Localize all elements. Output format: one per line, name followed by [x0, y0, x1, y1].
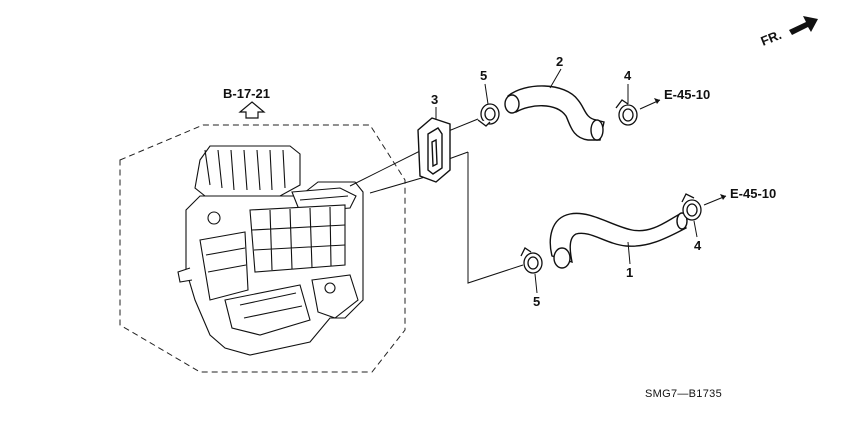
front-direction-indicator: FR. [759, 16, 818, 49]
lower-connection-ref-label: E-45-10 [730, 186, 776, 201]
arrow-right-icon [720, 194, 726, 200]
connection-leader-lines [349, 118, 524, 284]
front-arrow-icon [789, 16, 818, 35]
upper-connection-ref-label: E-45-10 [664, 87, 710, 102]
up-arrow-icon [238, 101, 266, 119]
callout-lower-clamp-right: 4 [694, 238, 702, 253]
callout-lower-hose-leader [627, 241, 631, 265]
lower-clamp-left [520, 247, 543, 274]
lower-connection-arrow: E-45-10 [703, 186, 776, 206]
callout-upper-hose: 2 [556, 54, 563, 69]
callout-upper-hose-leader [549, 68, 562, 89]
callout-lower-clamp-left-leader [534, 273, 538, 294]
heater-unit-ref-label: B-17-21 [223, 86, 270, 101]
callout-lower-hose: 1 [626, 265, 633, 280]
diagram-code: SMG7—B1735 [645, 388, 722, 400]
callout-upper-clamp-left-leader [484, 83, 489, 105]
arrow-right-icon [654, 98, 660, 104]
upper-hose [504, 85, 605, 141]
front-direction-label: FR. [759, 27, 784, 49]
callout-lower-clamp-right-leader [693, 220, 698, 238]
grommet-part [417, 117, 451, 183]
heater-unit [177, 145, 364, 356]
callout-lower-clamp-left: 5 [533, 294, 540, 309]
upper-connection-arrow: E-45-10 [639, 87, 710, 110]
upper-clamp-right [615, 99, 638, 126]
lower-clamp-right [681, 193, 702, 221]
lower-hose [549, 212, 688, 269]
heater-unit-dashed-outline [119, 124, 406, 373]
heater-unit-reference: B-17-21 [223, 86, 270, 119]
upper-clamp-left [477, 103, 500, 127]
callout-upper-clamp-right: 4 [624, 68, 632, 83]
callout-grommet: 3 [431, 92, 438, 107]
callout-upper-clamp-left: 5 [480, 68, 487, 83]
